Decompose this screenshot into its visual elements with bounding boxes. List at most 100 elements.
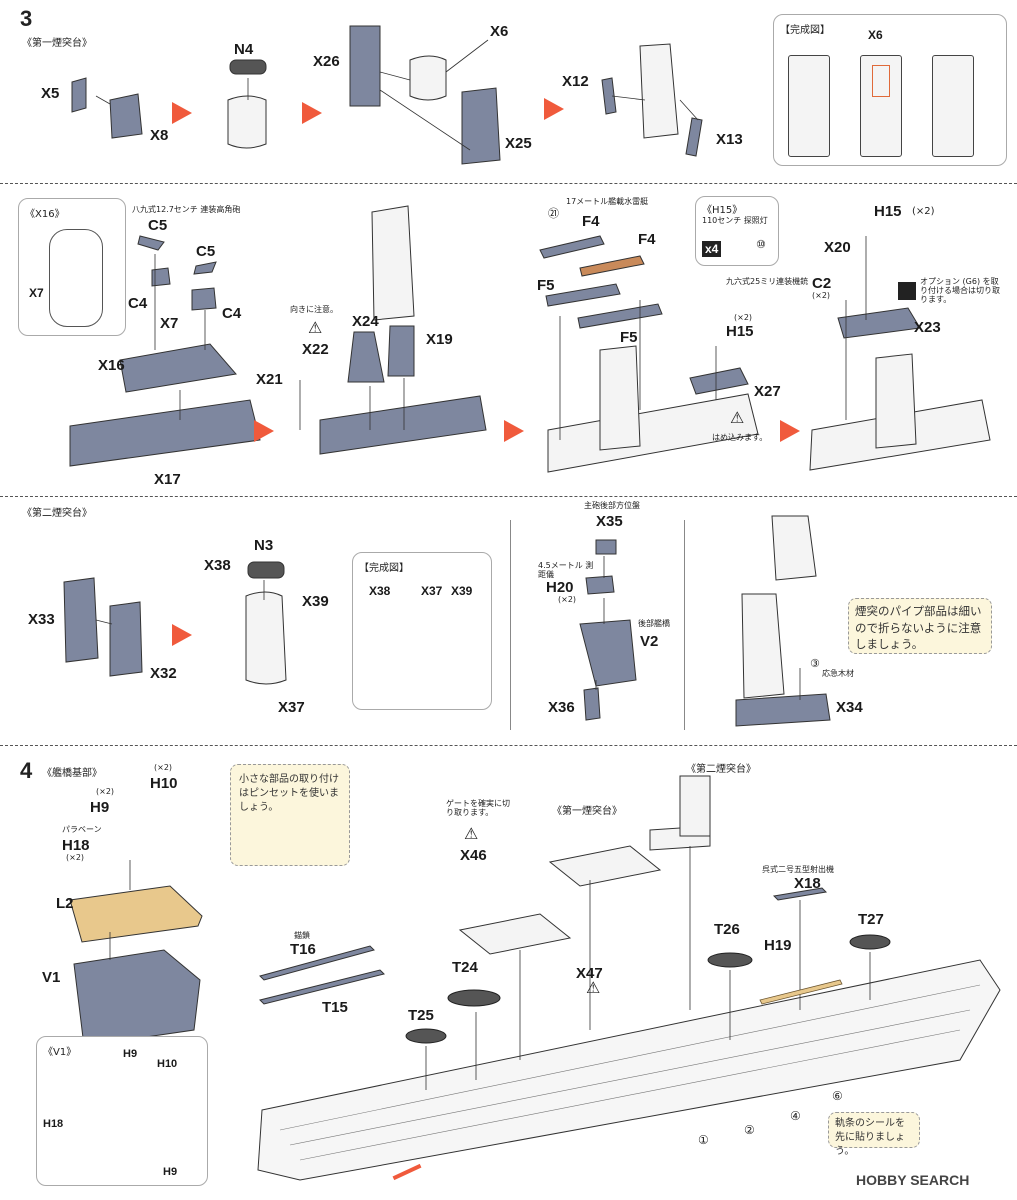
label-x21: X21 <box>256 371 283 388</box>
section-title-funnel2: 《第二煙突台》 <box>22 508 92 519</box>
funnel2-title: 《第二煙突台》 <box>686 764 756 775</box>
flow-arrow <box>780 420 800 442</box>
label-n4: N4 <box>234 41 254 58</box>
circle-4: ④ <box>790 1109 801 1123</box>
section-divider <box>0 183 1017 184</box>
label-f5-a: F5 <box>537 277 555 294</box>
label-x18: X18 <box>794 875 821 892</box>
label-x35: X35 <box>596 513 623 530</box>
label-h9: H9 <box>90 799 110 816</box>
gate-note: ゲートを確実に切り取ります。 <box>446 799 510 817</box>
label-x47: X47 <box>576 965 603 982</box>
torpedo-boat-caption: 17メートル艦載水雷艇 <box>566 197 649 206</box>
label-h15-a: H15 <box>726 323 754 340</box>
fit-caption: はめ込みます。 <box>712 433 768 442</box>
label-x26: X26 <box>313 53 340 70</box>
label-x7: X7 <box>160 315 179 332</box>
h20-qty: (×2) <box>558 595 577 604</box>
label-x12: X12 <box>562 73 589 90</box>
label-f4-a: F4 <box>582 213 600 230</box>
label-x27: X27 <box>754 383 781 400</box>
complete-panel-title: 【完成図】 <box>780 25 830 36</box>
warning-icon: ⚠ <box>308 318 323 337</box>
circle-3: ③ <box>810 657 820 670</box>
label-c4-b: C4 <box>222 305 242 322</box>
panel-x16-label: X7 <box>29 286 44 300</box>
complete-panel2-title: 【完成図】 <box>359 563 409 574</box>
section-divider <box>0 745 1017 746</box>
flow-arrow <box>172 102 192 124</box>
complete-panel-label: X6 <box>868 28 883 42</box>
label-t26: T26 <box>714 921 740 938</box>
panel-v1-label-h10: H10 <box>157 1058 178 1070</box>
anchor-chain-caption: 錨鎖 <box>294 931 310 940</box>
label-c4-a: C4 <box>128 295 148 312</box>
label-x32: X32 <box>150 665 177 682</box>
x16-outline <box>49 229 103 327</box>
panel-h15-caption: 110センチ 探照灯 <box>702 216 768 225</box>
label-x5: X5 <box>41 85 60 102</box>
vertical-divider <box>684 520 685 730</box>
director-caption: 主砲後部方位盤 <box>584 501 640 510</box>
highlight-x6 <box>872 65 890 97</box>
step-number-4: 4 <box>20 758 33 783</box>
panel-v1-title: 《V1》 <box>43 1047 77 1058</box>
label-x38: X38 <box>204 557 231 574</box>
h18-qty: (×2) <box>66 853 85 862</box>
label-h15-b: H15 <box>874 203 902 220</box>
label-x37: X37 <box>278 699 305 716</box>
vertical-divider <box>510 520 511 730</box>
label-h19: H19 <box>764 937 792 954</box>
label-h18: H18 <box>62 837 90 854</box>
section-title-funnel1: 《第一煙突台》 <box>22 38 92 49</box>
label-f5-b: F5 <box>620 329 638 346</box>
warning-icon: ⚠ <box>586 978 601 997</box>
label-x33: X33 <box>28 611 55 628</box>
label-x13: X13 <box>716 131 743 148</box>
label-t16: T16 <box>290 941 316 958</box>
h9-qty: (×2) <box>96 787 115 796</box>
label-x36: X36 <box>548 699 575 716</box>
step-number-3: 3 <box>20 6 33 31</box>
qty-x4-badge: x4 <box>702 241 722 257</box>
label-f4-b: F4 <box>638 231 656 248</box>
label-x17: X17 <box>154 471 181 488</box>
panel-v1: 《V1》 H9 H10 H18 H9 <box>36 1036 208 1186</box>
flow-arrow <box>302 102 322 124</box>
label-c5-b: C5 <box>196 243 216 260</box>
panel-v1-label-h9-b: H9 <box>163 1166 178 1178</box>
complete-panel-funnel1: 【完成図】 X6 <box>773 14 1007 166</box>
h10-qty: (×2) <box>154 763 173 772</box>
label-n3: N3 <box>254 537 274 554</box>
label-t15: T15 <box>322 999 348 1016</box>
section-title-bridge-base: 《艦橋基部》 <box>42 768 102 779</box>
panel-v1-label-h9-a: H9 <box>123 1048 138 1060</box>
label-t25: T25 <box>408 1007 434 1024</box>
option-caption: オプション (G6) を取り付ける場合は切り取ります。 <box>920 277 1000 304</box>
label-h20: H20 <box>546 579 574 596</box>
funnel-view-left <box>788 55 830 157</box>
catapult-caption: 呉式二号五型射出機 <box>762 865 834 874</box>
circle-6: ⑥ <box>832 1089 843 1103</box>
c2-qty: (×2) <box>812 291 831 300</box>
gun-caption: 八九式12.7センチ 連装高角砲 <box>132 205 241 214</box>
warning-icon: ⚠ <box>464 824 479 843</box>
label-v1: V1 <box>42 969 61 986</box>
watermark: HOBBY SEARCH <box>856 1172 970 1188</box>
label-x25: X25 <box>505 135 532 152</box>
complete-label-x37: X37 <box>421 584 443 598</box>
panel-h15: 《H15》 110センチ 探照灯 x4 ⑩ <box>695 196 779 266</box>
rangefinder-caption: 4.5メートル 測距儀 <box>538 561 594 579</box>
panel-x16: 《X16》 X7 <box>18 198 126 336</box>
h15-qty: (×2) <box>734 313 753 322</box>
funnel1-title: 《第一煙突台》 <box>552 806 622 817</box>
pipe-caution-note: 煙突のパイプ部品は細いので折らないように注意しましょう。 <box>848 598 992 654</box>
flow-arrow <box>172 624 192 646</box>
label-h10: H10 <box>150 775 178 792</box>
panel-x16-title: 《X16》 <box>25 209 65 220</box>
complete-panel-funnel2: 【完成図】 X38 X37 X39 <box>352 552 492 710</box>
flow-arrow <box>504 420 524 442</box>
h15b-qty: (×2) <box>912 206 935 217</box>
label-c5-a: C5 <box>148 217 168 234</box>
label-v2: V2 <box>640 633 659 650</box>
